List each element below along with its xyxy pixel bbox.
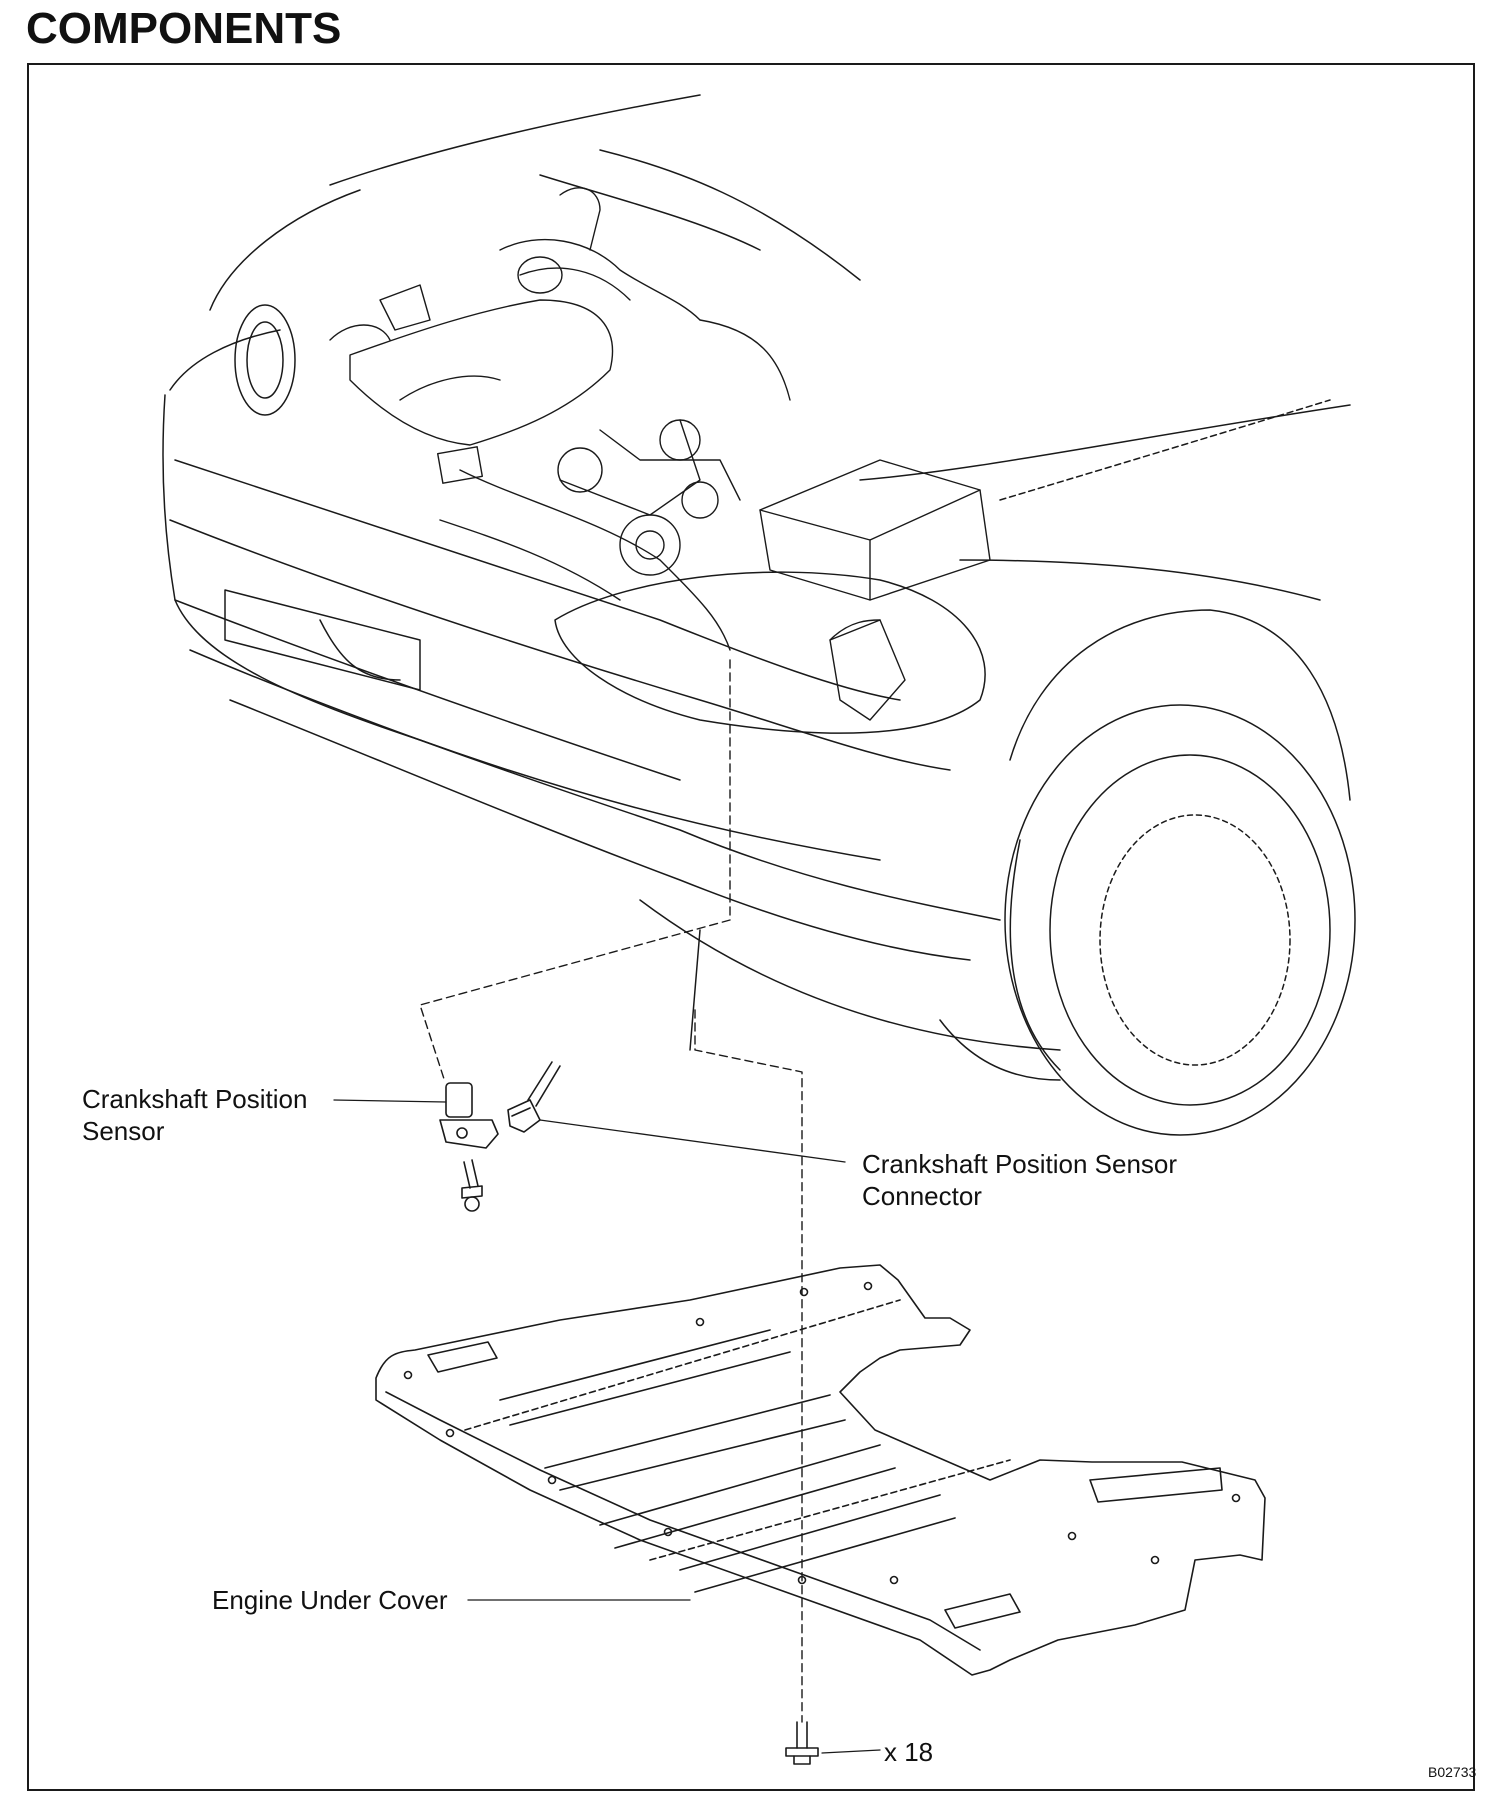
vehicle-front-body — [162, 94, 1356, 1136]
leader-lines — [333, 1099, 881, 1754]
crankshaft-position-sensor-label-line2: Sensor — [82, 1116, 165, 1146]
engine-under-cover-label: Engine Under Cover — [212, 1585, 448, 1615]
crankshaft-position-sensor-connector-label: Crankshaft Position Sensor Connector — [862, 1148, 1177, 1212]
crankshaft-position-sensor-label: Crankshaft Position Sensor — [82, 1083, 307, 1147]
assembly-guide-lines — [419, 659, 803, 1723]
crankshaft-position-sensor-connector — [507, 1061, 561, 1133]
diagram-frame — [27, 63, 1475, 1791]
bolt-quantity-label: x 18 — [884, 1737, 934, 1767]
figure-code: B02733 — [1428, 1764, 1477, 1780]
sensor-bolt — [461, 1159, 483, 1212]
under-cover-bolt — [785, 1721, 819, 1765]
crankshaft-position-sensor-label-line1: Crankshaft Position — [82, 1084, 308, 1114]
crankshaft-position-sensor-connector-label-line1: Crankshaft Position Sensor — [862, 1149, 1178, 1179]
crankshaft-position-sensor — [439, 1082, 499, 1149]
engine-under-cover — [375, 1264, 1266, 1676]
engine-compartment — [329, 187, 991, 721]
page-title: COMPONENTS — [26, 4, 342, 53]
crankshaft-position-sensor-connector-label-line2: Connector — [862, 1181, 982, 1211]
